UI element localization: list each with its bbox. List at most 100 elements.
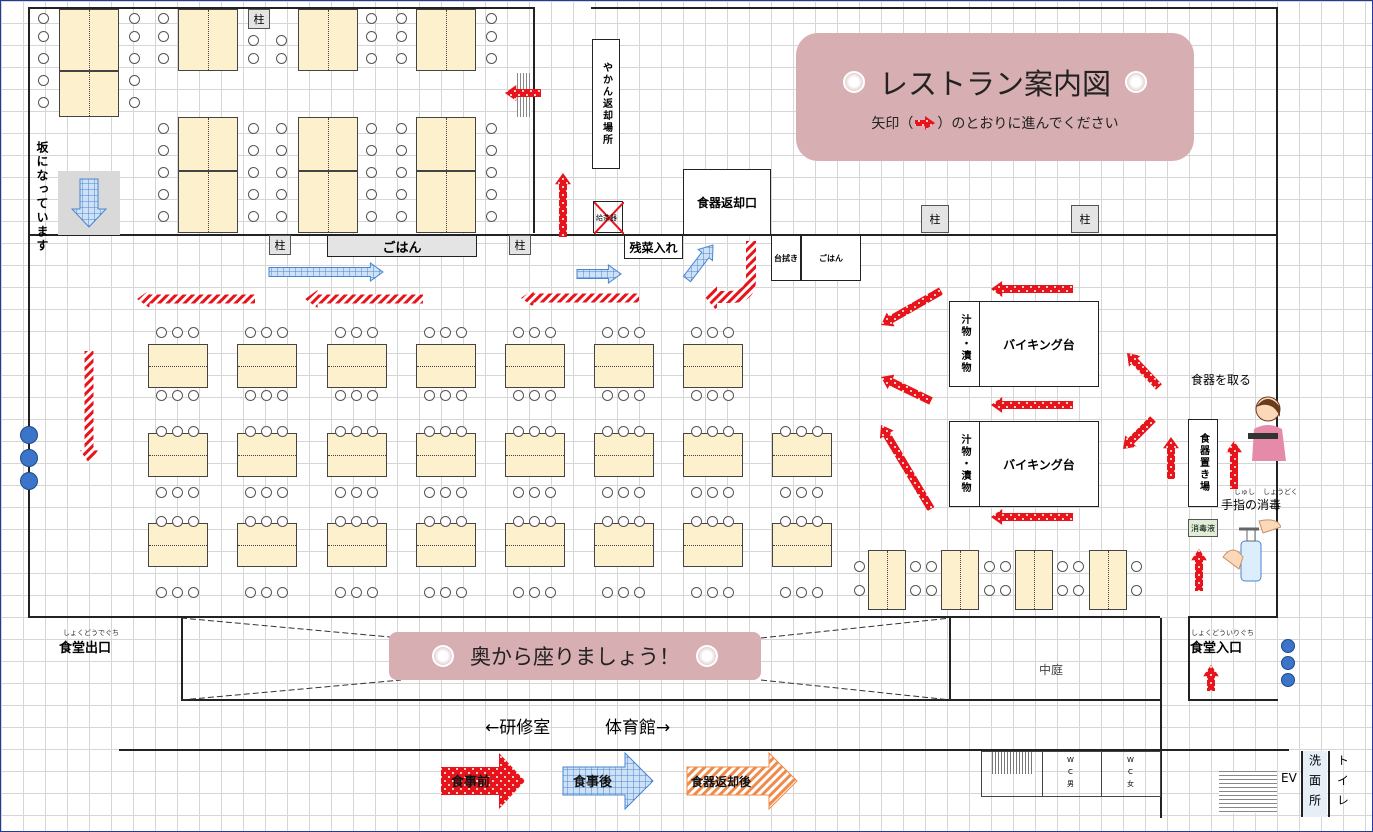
chair [486,211,497,222]
chair [486,123,497,134]
chair [188,487,199,498]
chair [424,327,435,338]
table [1089,550,1127,610]
pillar: 柱 [248,9,270,29]
wall [119,749,1289,751]
table [298,171,358,233]
blue-dot [20,426,38,444]
chair [188,516,199,527]
chair [129,97,140,108]
chair [486,145,497,156]
chair [691,587,702,598]
chair [129,75,140,86]
exit-label: 食堂出口 [59,641,112,656]
table [59,71,119,117]
legend-before-label: 食事前 [451,774,490,790]
chair [366,145,377,156]
chair [188,587,199,598]
chair [188,426,199,437]
chair [261,516,272,527]
chair [812,487,823,498]
cross-icon [593,201,625,235]
chair [158,123,169,134]
chair [38,97,49,108]
return-curve-arrow [705,241,756,311]
chair [396,31,407,42]
chair [248,211,259,222]
legend-after-label: 食事後 [573,774,613,790]
chair [545,487,556,498]
chair [276,123,287,134]
table [178,9,238,71]
chair [854,585,865,596]
chair [440,426,451,437]
chair [926,561,937,572]
chair [156,487,167,498]
chair [780,587,791,598]
chair [172,390,183,401]
legend-return: 食器返却後 [686,751,798,811]
chair [366,13,377,24]
chair [634,327,645,338]
chair [602,390,613,401]
chair [351,516,362,527]
stairs-icon [1219,771,1277,813]
chair [38,75,49,86]
chair [723,327,734,338]
table [683,523,743,567]
chair [351,587,362,598]
wall [591,7,1278,9]
chair [634,487,645,498]
chair [261,487,272,498]
rice-station-small: ごはん [801,235,861,281]
before-meal-arrow [505,85,541,101]
disinfectant-label: 消毒液 [1188,519,1218,537]
chair [486,31,497,42]
table [772,523,832,567]
chair [691,390,702,401]
chair [367,487,378,498]
chair [277,390,288,401]
title-banner: レストラン案内図 矢印（ ）のとおりに進んでください [796,33,1194,161]
after-meal-arrow [682,244,714,283]
wall [1301,751,1303,817]
pillar: 柱 [269,235,291,255]
pillar: 柱 [1071,205,1099,233]
wall [28,7,534,9]
chair [618,327,629,338]
chair [707,487,718,498]
training-room-label: ←研修室 [485,718,551,738]
before-meal-arrow [881,287,943,327]
person-icon [1248,396,1286,461]
table [59,9,119,71]
wall [1160,618,1162,818]
chair [796,487,807,498]
chair [158,189,169,200]
courtyard-label: 中庭 [1039,663,1064,677]
chair [634,426,645,437]
chair [545,516,556,527]
blue-dot [20,449,38,467]
chair [366,31,377,42]
exit-ruby: しょくどうでぐち [63,629,120,637]
chair [424,426,435,437]
chair [602,327,613,338]
chair [38,53,49,64]
chair [910,561,921,572]
chair [618,587,629,598]
chair [456,516,467,527]
chair [1000,585,1011,596]
chair [245,516,256,527]
table [298,117,358,171]
chair [367,390,378,401]
chair [335,327,346,338]
chair [486,167,497,178]
wall [28,234,1278,236]
chair [1131,585,1142,596]
wall [1188,618,1190,700]
soup-pickles: 汁物・漬物 [950,302,980,386]
chair [172,487,183,498]
